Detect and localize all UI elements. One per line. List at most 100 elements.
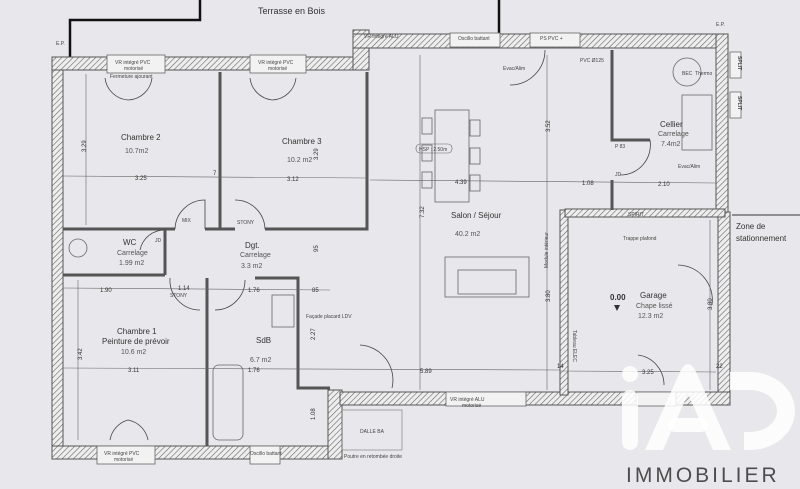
- svg-text:HSP : 2.50m: HSP : 2.50m: [419, 147, 447, 153]
- svg-text:Chambre 2: Chambre 2: [121, 133, 161, 142]
- svg-text:Fermeture ajourant: Fermeture ajourant: [110, 74, 153, 80]
- svg-text:10.6 m2: 10.6 m2: [121, 349, 146, 356]
- svg-text:Chambre 3: Chambre 3: [282, 137, 322, 146]
- room-chambre-1: Chambre 1 Peinture de prévoir 10.6 m2: [102, 327, 170, 356]
- svg-text:3.25: 3.25: [642, 370, 654, 376]
- svg-text:1.90: 1.90: [100, 288, 112, 294]
- interior-walls: [63, 50, 650, 446]
- svg-text:Evac/Alim: Evac/Alim: [503, 66, 525, 72]
- svg-text:3.25: 3.25: [135, 176, 147, 182]
- iad-logo: [622, 364, 795, 450]
- svg-text:SPIRIT: SPIRIT: [628, 212, 644, 218]
- svg-text:3.29: 3.29: [314, 148, 320, 160]
- svg-text:JD: JD: [155, 238, 162, 244]
- room-chambre-2: Chambre 2 10.7m2: [121, 133, 161, 155]
- terrace-outline: [68, 0, 202, 57]
- svg-text:1.08: 1.08: [582, 181, 594, 187]
- watermark-text: IMMOBILIER: [626, 464, 780, 487]
- svg-text:motorisé: motorisé: [124, 66, 143, 72]
- svg-text:MIX: MIX: [182, 218, 192, 224]
- svg-text:7.4m2: 7.4m2: [661, 141, 681, 148]
- svg-text:Garage: Garage: [640, 291, 667, 300]
- svg-text:14: 14: [557, 364, 564, 370]
- svg-text:Module intérieur: Module intérieur: [544, 232, 550, 268]
- svg-text:1.08: 1.08: [311, 408, 317, 420]
- room-salon-sejour: Salon / Séjour 40.2 m2: [451, 211, 502, 238]
- svg-text:VR intégré PVC: VR intégré PVC: [104, 451, 140, 457]
- svg-text:Carrelage: Carrelage: [117, 250, 148, 257]
- svg-text:SPLIT: SPLIT: [736, 96, 742, 110]
- svg-text:95: 95: [314, 245, 320, 252]
- window-labels: VR intégré PVC motorisé VR intégré PVC m…: [104, 34, 604, 463]
- level-arrow-icon: [614, 305, 620, 311]
- room-sdb: SdB 6.7 m2: [250, 336, 272, 364]
- svg-text:2.27: 2.27: [311, 328, 317, 340]
- svg-text:3.80: 3.80: [708, 298, 714, 310]
- svg-text:SdB: SdB: [256, 336, 271, 345]
- svg-text:Carrelage: Carrelage: [240, 252, 271, 259]
- toilet: [68, 238, 88, 258]
- svg-text:STONY: STONY: [237, 220, 255, 226]
- svg-text:1.76: 1.76: [248, 368, 260, 374]
- svg-text:6.7 m2: 6.7 m2: [250, 357, 272, 364]
- boiler: [672, 57, 702, 87]
- svg-text:3.80: 3.80: [546, 290, 552, 302]
- room-garage: Garage Chape lissé 12.3 m2 0.00: [610, 291, 673, 320]
- svg-text:7.32: 7.32: [420, 206, 426, 218]
- svg-text:5.89: 5.89: [420, 369, 432, 375]
- svg-text:Peinture de prévoir: Peinture de prévoir: [102, 337, 170, 346]
- svg-text:BEC: BEC: [682, 71, 693, 77]
- dining-table: [434, 109, 470, 203]
- svg-text:Trappe plafond: Trappe plafond: [623, 236, 657, 242]
- sink: [271, 294, 295, 328]
- svg-text:VR intégré ALU: VR intégré ALU: [364, 34, 399, 40]
- furniture: [68, 57, 713, 441]
- svg-text:10.2 m2: 10.2 m2: [287, 157, 312, 164]
- room-chambre-3: Chambre 3 10.2 m2: [282, 137, 322, 164]
- svg-text:Façade placard LDV: Façade placard LDV: [306, 314, 352, 320]
- svg-text:1.76: 1.76: [248, 288, 260, 294]
- svg-text:2.10: 2.10: [658, 182, 670, 188]
- svg-text:3.3 m2: 3.3 m2: [241, 263, 263, 270]
- svg-text:Evac/Alim: Evac/Alim: [678, 164, 700, 170]
- svg-text:22: 22: [716, 364, 723, 370]
- iad-watermark: IMMOBILIER: [622, 364, 795, 487]
- parking-label-1: Zone de: [736, 222, 766, 231]
- svg-text:P 83: P 83: [615, 144, 625, 150]
- svg-text:85: 85: [312, 288, 319, 294]
- svg-text:Poutre en retombée droite: Poutre en retombée droite: [344, 454, 402, 460]
- sofa: [444, 256, 530, 298]
- svg-text:Thermo: Thermo: [695, 71, 712, 77]
- svg-text:SPLIT: SPLIT: [736, 56, 742, 70]
- svg-text:VR intégré PVC: VR intégré PVC: [258, 60, 294, 66]
- svg-text:3.11: 3.11: [128, 368, 140, 374]
- svg-text:7: 7: [213, 171, 217, 177]
- doors: [104, 49, 713, 441]
- dimension-labels: 3.29 3.25 3.12 3.29 7 1.90 1.14 1.76 85 …: [78, 120, 723, 420]
- svg-text:3.12: 3.12: [287, 177, 299, 183]
- svg-text:DALLE BA: DALLE BA: [360, 429, 385, 435]
- svg-text:PVC Ø125: PVC Ø125: [580, 58, 604, 64]
- svg-text:10.7m2: 10.7m2: [125, 148, 148, 155]
- svg-text:4.39: 4.39: [455, 180, 467, 186]
- svg-text:Oscillo battant: Oscillo battant: [458, 36, 490, 42]
- svg-text:VR intégré ALU: VR intégré ALU: [450, 397, 485, 403]
- annotations: HSP : 2.50m Façade placard LDV Module in…: [56, 22, 800, 460]
- svg-text:1.99 m2: 1.99 m2: [119, 260, 144, 267]
- svg-text:motorisé: motorisé: [114, 457, 133, 463]
- svg-text:Salon / Séjour: Salon / Séjour: [451, 211, 502, 220]
- svg-text:E.P.: E.P.: [716, 22, 725, 28]
- svg-text:Dgt.: Dgt.: [245, 241, 260, 250]
- svg-text:Chape lissé: Chape lissé: [636, 303, 673, 310]
- svg-text:12.3 m2: 12.3 m2: [638, 313, 663, 320]
- svg-text:JD: JD: [615, 172, 622, 178]
- svg-text:Chambre 1: Chambre 1: [117, 327, 157, 336]
- parking-label-2: stationnement: [736, 234, 787, 243]
- windows: [96, 32, 677, 465]
- bathtub: [212, 364, 244, 441]
- split-unit: SPLIT SPLIT: [729, 51, 742, 119]
- svg-text:Oscillo battant: Oscillo battant: [250, 451, 282, 457]
- svg-text:3.42: 3.42: [78, 348, 84, 360]
- svg-text:40.2 m2: 40.2 m2: [455, 231, 480, 238]
